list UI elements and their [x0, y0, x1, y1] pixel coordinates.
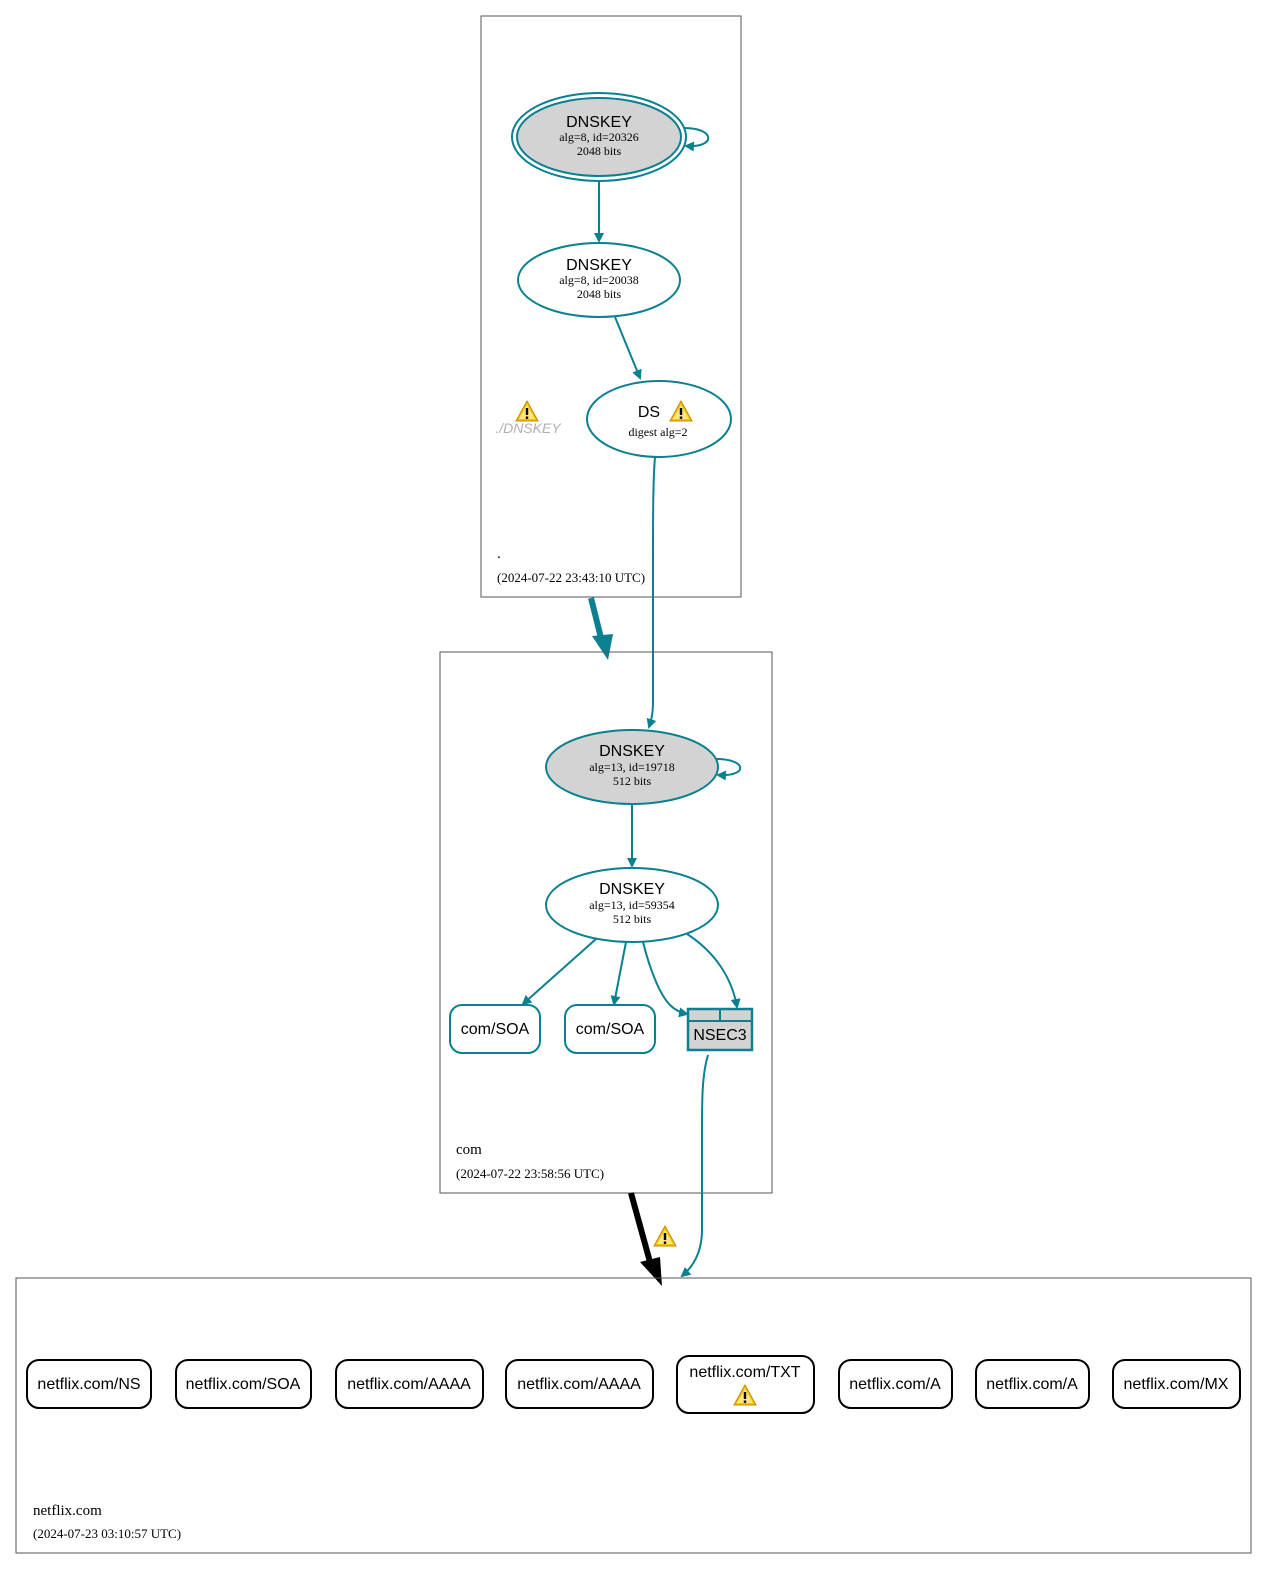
zone-com: com (2024-07-22 23:58:56 UTC) [439, 651, 773, 1194]
zone-com-timestamp: (2024-07-22 23:58:56 UTC) [456, 1166, 604, 1181]
ghost-dnskey-node[interactable]: ./DNSKEY [495, 400, 562, 436]
com-ksk-line2: 512 bits [613, 774, 652, 788]
com-soa-node[interactable]: com/SOA [564, 1004, 656, 1054]
root-ksk-self-edge [683, 127, 710, 152]
com-ksk-line1: alg=13, id=19718 [589, 760, 675, 774]
netflix-rrset-label: netflix.com/TXT [689, 1364, 800, 1381]
root-zsk-to-ds-edge [614, 316, 642, 380]
root-zsk-node[interactable]: DNSKEY alg=8, id=20038 2048 bits [517, 242, 681, 318]
root-ksk-title: DNSKEY [566, 114, 632, 131]
zone-root-timestamp: (2024-07-22 23:43:10 UTC) [497, 570, 645, 585]
com-zsk-line1: alg=13, id=59354 [589, 898, 675, 912]
root-ksk-node[interactable]: DNSKEY alg=8, id=20326 2048 bits [511, 92, 687, 182]
root-zsk-line1: alg=8, id=20038 [559, 273, 639, 287]
com-soa-node[interactable]: com/SOA [449, 1004, 541, 1054]
ds-line1: digest alg=2 [628, 425, 687, 439]
com-zsk-to-soa1-edge [521, 938, 597, 1006]
zone-netflix-name: netflix.com [33, 1503, 102, 1519]
root-zsk-line2: 2048 bits [577, 287, 622, 301]
com-ksk-title: DNSKEY [599, 743, 665, 760]
com-zsk-line2: 512 bits [613, 912, 652, 926]
netflix-rrset-label: netflix.com/MX [1124, 1376, 1229, 1393]
netflix-rrset-label: netflix.com/AAAA [347, 1376, 471, 1393]
com-ksk-self-edge [715, 758, 742, 781]
zone-root: . (2024-07-22 23:43:10 UTC) [480, 15, 742, 598]
ds-title: DS [638, 404, 660, 421]
netflix-rrset-label: netflix.com/NS [37, 1376, 140, 1393]
netflix-rrset-node[interactable]: netflix.com/TXT [676, 1355, 815, 1414]
com-zsk-to-nsec3-edge-b [686, 933, 741, 1009]
root-ksk-line2: 2048 bits [577, 144, 622, 158]
com-zsk-to-nsec3-edge-a [642, 941, 689, 1018]
netflix-rrset-label: netflix.com/SOA [186, 1376, 301, 1393]
delegation-com-to-netflix [628, 1192, 662, 1286]
zone-root-name: . [497, 546, 501, 562]
com-zsk-node[interactable]: DNSKEY alg=13, id=59354 512 bits [545, 867, 719, 943]
ds-to-com-ksk-edge [646, 456, 657, 729]
ds-node[interactable]: DS digest alg=2 [586, 380, 732, 458]
netflix-rrset-label: netflix.com/A [986, 1376, 1078, 1393]
zone-netflix: netflix.com (2024-07-23 03:10:57 UTC) [15, 1277, 1252, 1554]
nsec3-label: NSEC3 [693, 1027, 746, 1044]
com-soa-label: com/SOA [461, 1021, 530, 1038]
netflix-rrset-label: netflix.com/A [849, 1376, 941, 1393]
ghost-dnskey-label: ./DNSKEY [495, 420, 562, 436]
nsec3-to-netflix-edge [680, 1054, 709, 1278]
netflix-rrset-node[interactable]: netflix.com/AAAA [335, 1359, 484, 1409]
warning-icon [515, 400, 539, 422]
nsec3-node[interactable]: NSEC3 [686, 1007, 754, 1052]
netflix-rrset-label: netflix.com/AAAA [517, 1376, 641, 1393]
delegation-root-to-com [588, 597, 613, 660]
com-ksk-node[interactable]: DNSKEY alg=13, id=19718 512 bits [545, 729, 719, 805]
com-zsk-to-soa2-edge [610, 941, 627, 1006]
warning-icon [653, 1225, 677, 1247]
zone-netflix-timestamp: (2024-07-23 03:10:57 UTC) [33, 1526, 181, 1541]
netflix-rrset-node[interactable]: netflix.com/SOA [175, 1359, 312, 1409]
netflix-rrset-node[interactable]: netflix.com/AAAA [505, 1359, 654, 1409]
netflix-rrset-node[interactable]: netflix.com/A [838, 1359, 953, 1409]
netflix-rrset-node[interactable]: netflix.com/NS [26, 1359, 152, 1409]
root-zsk-title: DNSKEY [566, 257, 632, 274]
com-soa-label: com/SOA [576, 1021, 645, 1038]
com-zsk-title: DNSKEY [599, 881, 665, 898]
netflix-rrset-node[interactable]: netflix.com/MX [1112, 1359, 1241, 1409]
netflix-rrset-node[interactable]: netflix.com/A [975, 1359, 1090, 1409]
root-ksk-line1: alg=8, id=20326 [559, 130, 639, 144]
zone-com-name: com [456, 1142, 482, 1158]
